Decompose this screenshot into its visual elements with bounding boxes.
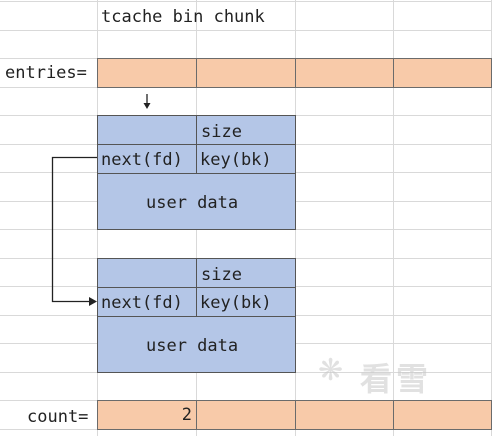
- chunk-1-next-label: next(fd): [101, 150, 183, 170]
- chunk-1-divider-vertical: [196, 116, 197, 173]
- count-cell-1: 2: [97, 400, 197, 430]
- chunk-2-user-data-label: user data: [146, 336, 239, 356]
- count-cell-2: [196, 400, 296, 430]
- count-label: count=: [27, 407, 89, 427]
- watermark-text: 看雪: [360, 360, 433, 398]
- chunk-1-user-data-label: user data: [146, 193, 239, 213]
- entries-label: entries=: [5, 63, 87, 83]
- chunk-2-next-label: next(fd): [101, 293, 183, 313]
- chunk-2-size-label: size: [201, 265, 242, 285]
- count-cell-4: [393, 400, 492, 430]
- chunk-2-key-label: key(bk): [200, 293, 272, 313]
- count-cell-3: [295, 400, 394, 430]
- entries-pointer-arrow: [143, 94, 151, 109]
- entries-cell-1: [97, 58, 197, 88]
- chunk-2-divider-mid: [98, 316, 295, 317]
- chunk-2-divider-vertical: [196, 259, 197, 316]
- chunk-1-key-label: key(bk): [200, 150, 272, 170]
- chunk-1-size-label: size: [201, 122, 242, 142]
- watermark-logo-icon: ❋: [318, 353, 344, 388]
- diagram-title: tcache bin chunk: [101, 7, 265, 27]
- chunk-2: size next(fd) key(bk) user data: [97, 258, 296, 373]
- entries-cell-2: [196, 58, 296, 88]
- chunk-1-divider-mid: [98, 173, 295, 174]
- chunk-1: size next(fd) key(bk) user data: [97, 115, 296, 230]
- count-value: 2: [181, 405, 192, 425]
- entries-cell-3: [295, 58, 394, 88]
